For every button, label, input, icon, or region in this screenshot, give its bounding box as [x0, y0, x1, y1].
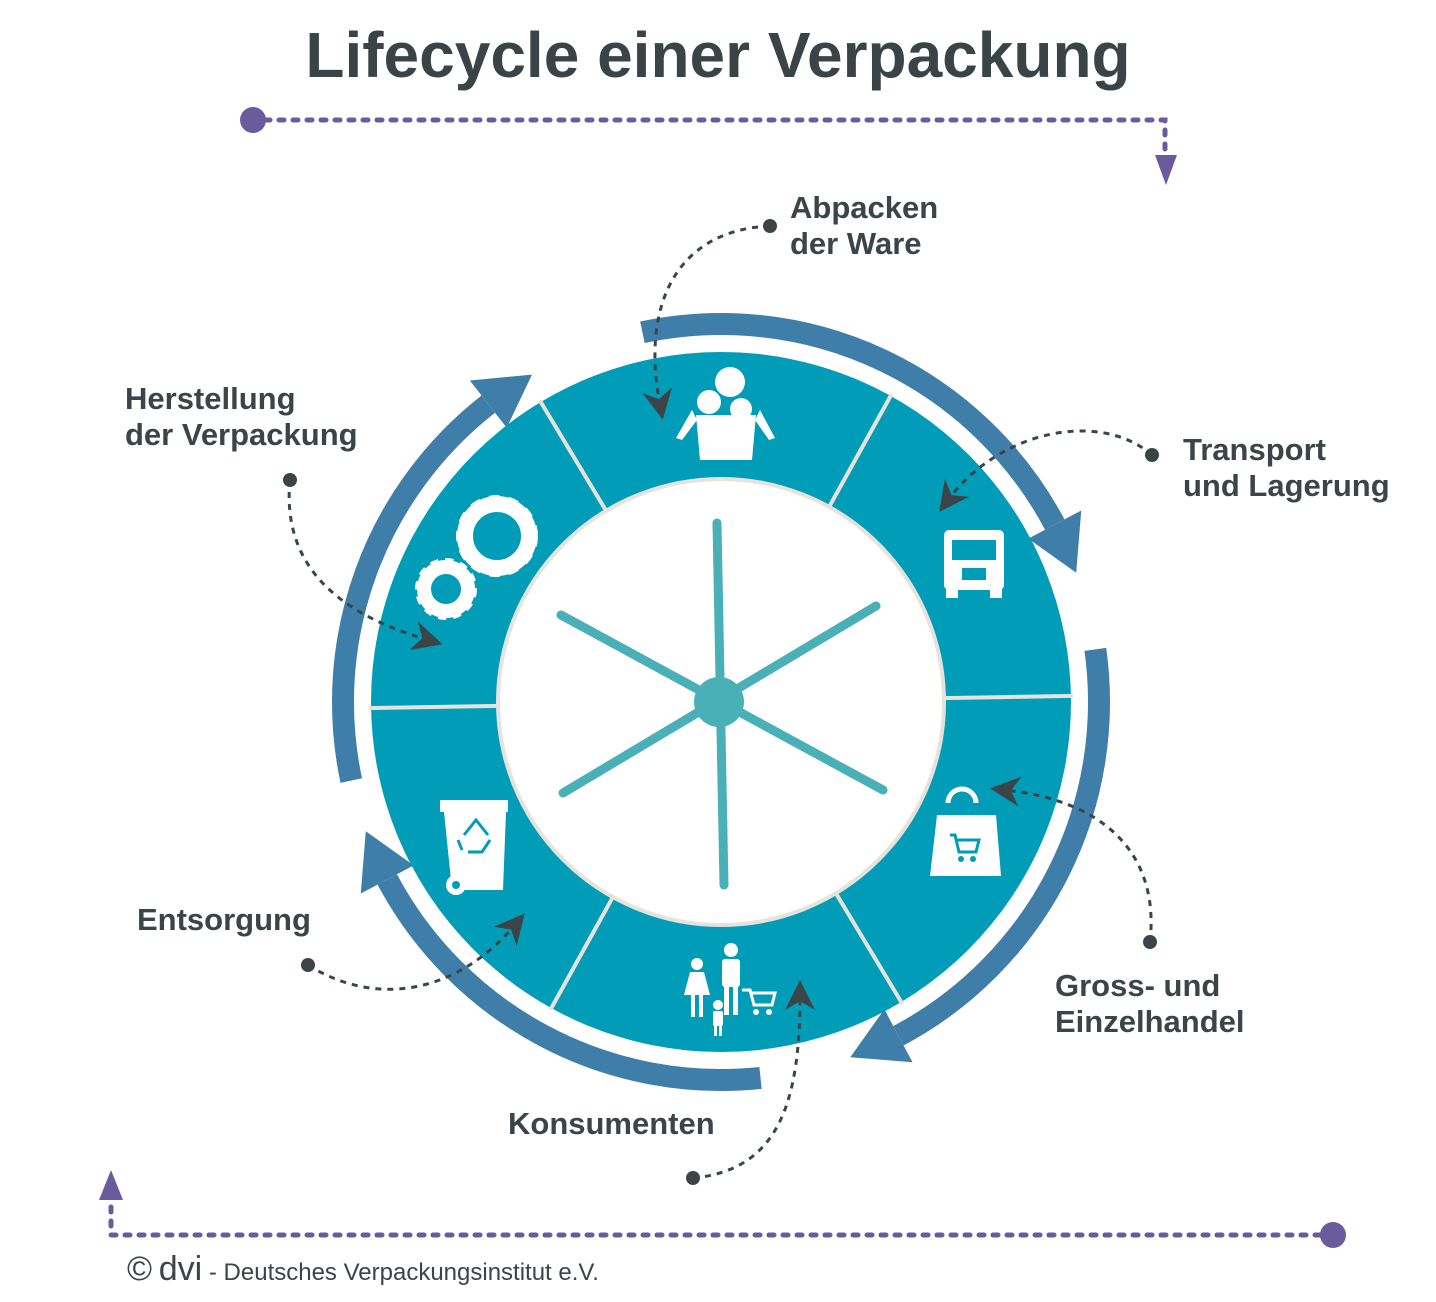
- segment-divider: [826, 393, 894, 509]
- cycle-arrow-arc: [893, 647, 1110, 1046]
- page-title: Lifecycle einer Verpackung: [305, 19, 1131, 91]
- label-entsorgung: Entsorgung: [137, 902, 311, 938]
- label-konsumenten: Konsumenten: [508, 1106, 715, 1142]
- label-line: Einzelhandel: [1055, 1004, 1245, 1039]
- label-line: Gross- und: [1055, 968, 1221, 1003]
- segment-divider: [369, 703, 500, 711]
- cycle-arrow-head: [469, 374, 532, 428]
- label-line: der Ware: [790, 226, 922, 261]
- label-line: Abpacken: [790, 190, 939, 225]
- gears-icon: [415, 495, 538, 620]
- bottom-dotted-arrow: [99, 1170, 1346, 1248]
- cycle-arrow-arc: [332, 395, 496, 783]
- cycle-arrow-head: [360, 831, 414, 894]
- connector-dots: [283, 219, 1159, 1185]
- family-icon: [684, 943, 777, 1036]
- cycle-arrow-head: [850, 1009, 913, 1063]
- cycle-arrow-arc: [377, 874, 762, 1091]
- recycling-bin-icon: [440, 800, 508, 895]
- segment-divider: [833, 891, 905, 1005]
- brand-name: dvi: [158, 1250, 203, 1288]
- cycle-arrow-head: [1028, 510, 1082, 573]
- segment-divider: [942, 693, 1073, 701]
- copyright-symbol: ©: [127, 1250, 153, 1288]
- segment-divider: [548, 895, 616, 1011]
- label-line: und Lagerung: [1183, 468, 1390, 503]
- cycle-arrows: [332, 313, 1110, 1091]
- top-dotted-arrow: [240, 107, 1177, 185]
- segment-dividers: [369, 393, 1073, 1011]
- cycle-arrow-arc: [640, 313, 1065, 530]
- truck-icon: [944, 530, 1004, 598]
- shopping-bag-icon: [930, 786, 1001, 876]
- grocery-bag-icon: [676, 367, 775, 460]
- label-line: Transport: [1183, 432, 1326, 467]
- organization-name: - Deutsches Verpackungsinstitut e.V.: [208, 1259, 599, 1286]
- label-line: Herstellung: [125, 381, 296, 416]
- label-connectors: [287, 224, 1153, 1180]
- label-line: Entsorgung: [137, 902, 311, 937]
- label-line: der Verpackung: [125, 417, 358, 452]
- footer-credit: © dvi - Deutsches Verpackungsinstitut e.…: [127, 1250, 599, 1289]
- segment-divider: [537, 399, 609, 513]
- label-line: Konsumenten: [508, 1106, 715, 1141]
- wheel-hub: [694, 677, 744, 727]
